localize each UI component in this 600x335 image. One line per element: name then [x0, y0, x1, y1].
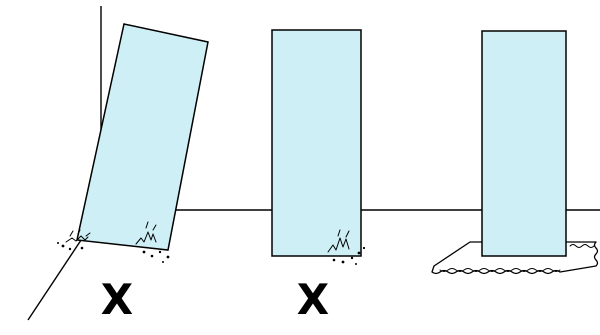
cracked-panel-body [271, 29, 362, 257]
supported-panel [431, 30, 599, 275]
cracked-panel [271, 29, 366, 265]
tilted-panel-body [76, 23, 209, 251]
tilted-panel [57, 23, 209, 263]
supported-panel-body [481, 30, 567, 257]
crack-debris-right [135, 221, 170, 263]
incorrect-mark-first: X [101, 275, 133, 324]
crack-debris-left [57, 229, 91, 251]
incorrect-mark-second: X [297, 275, 329, 324]
crack-debris-middle [327, 229, 366, 265]
